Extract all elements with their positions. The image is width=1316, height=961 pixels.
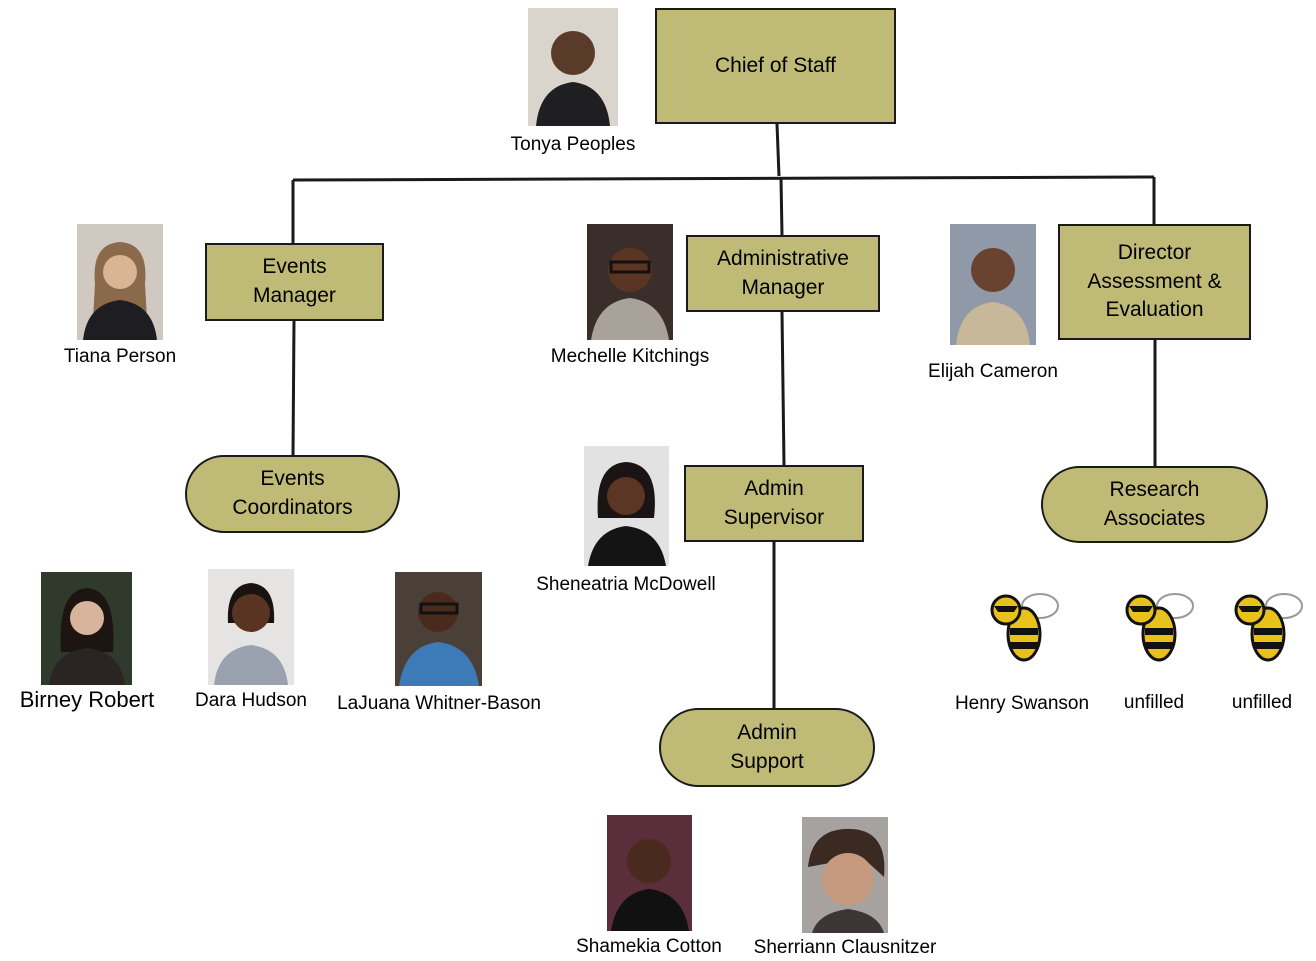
sheneatria-mcdowell-photo xyxy=(584,446,669,566)
tiana-person-name: Tiana Person xyxy=(63,346,177,367)
administrative-manager-box: Administrative Manager xyxy=(686,235,880,312)
unfilled-name: unfilled xyxy=(1123,692,1185,713)
elijah-cameron-photo xyxy=(950,224,1036,345)
events-manager-box: Events Manager xyxy=(205,243,384,321)
director-label: Director Assessment & Evaluation xyxy=(1087,241,1222,322)
admin-supervisor-box: Admin Supervisor xyxy=(684,465,864,542)
sherriann-clausnitzer-photo xyxy=(802,817,888,933)
lajuana-whitner-bason-photo xyxy=(395,572,482,686)
admin-support-label: Admin Support xyxy=(730,720,804,773)
research-associates-box: Research Associates xyxy=(1041,466,1268,543)
yellow-jacket-icon xyxy=(1222,584,1308,670)
mechelle-kitchings-name: Mechelle Kitchings xyxy=(550,346,710,367)
admin-supervisor-label: Admin Supervisor xyxy=(723,476,825,529)
tonya-peoples-photo xyxy=(528,8,618,126)
shamekia-cotton-name: Shamekia Cotton xyxy=(576,936,722,957)
mechelle-kitchings-photo xyxy=(587,224,673,340)
yellow-jacket-icon xyxy=(1113,584,1199,670)
administrative-manager-label: Administrative Manager xyxy=(717,246,849,299)
dara-hudson-photo xyxy=(208,569,294,685)
events-manager-label: Events Manager xyxy=(253,255,336,307)
tiana-person-photo xyxy=(77,224,163,340)
events-coordinators-box: Events Coordinators xyxy=(185,455,400,533)
lajuana-whitner-bason-name: LaJuana Whitner-Bason xyxy=(337,693,541,714)
dara-hudson-name: Dara Hudson xyxy=(195,690,307,711)
events-coordinators-label: Events Coordinators xyxy=(232,467,353,519)
birney-robert-name: Birney Robert xyxy=(19,687,155,712)
birney-robert-photo xyxy=(41,572,132,685)
sheneatria-mcdowell-name: Sheneatria McDowell xyxy=(536,574,716,595)
henry-swanson-name: Henry Swanson xyxy=(954,693,1090,714)
shamekia-cotton-photo xyxy=(607,815,692,931)
unfilled-name: unfilled xyxy=(1231,692,1293,713)
elijah-cameron-name: Elijah Cameron xyxy=(928,361,1058,382)
research-associates-label: Research Associates xyxy=(1103,477,1206,530)
chief-of-staff-box: Chief of Staff xyxy=(655,8,896,124)
director-box: Director Assessment & Evaluation xyxy=(1058,224,1251,340)
admin-support-box: Admin Support xyxy=(659,708,875,787)
sherriann-clausnitzer-name: Sherriann Clausnitzer xyxy=(753,937,937,958)
chief-of-staff-label: Chief of Staff xyxy=(714,53,837,77)
yellow-jacket-icon xyxy=(978,584,1064,670)
tonya-peoples-name: Tonya Peoples xyxy=(510,134,636,155)
